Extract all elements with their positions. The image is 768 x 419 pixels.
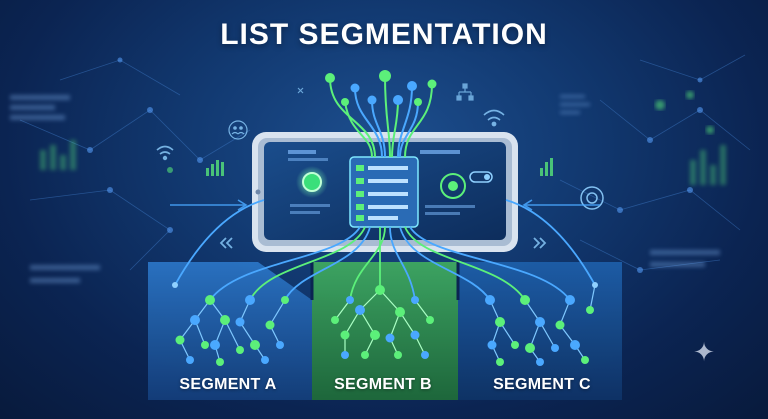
background-green-nodes	[167, 91, 714, 173]
segment-a-label: SEGMENT A	[179, 376, 277, 393]
arrow-left-icon	[170, 199, 248, 211]
chevrons-left-icon	[219, 237, 233, 249]
close-icon	[297, 87, 304, 94]
top-nodes	[325, 70, 437, 106]
arrow-right-icon	[522, 199, 600, 211]
wifi-icon	[156, 145, 174, 161]
segment-a-nodes	[172, 282, 289, 366]
segment-flow-lines	[174, 199, 596, 301]
wifi-icon	[483, 109, 505, 127]
chart-icon	[540, 158, 553, 176]
tablet-screen-ui	[288, 150, 493, 215]
left-dashboard-fragment	[10, 95, 100, 283]
top-flow-lines	[329, 75, 433, 158]
hierarchy-icon	[456, 83, 474, 101]
chevrons-right-icon	[533, 237, 547, 249]
segment-c-label: SEGMENT C	[493, 376, 591, 393]
people-icon	[228, 120, 248, 140]
page-title: LIST SEGMENTATION	[220, 18, 548, 51]
segment-b-nodes	[331, 285, 434, 359]
sparkle-icon: ✦	[693, 337, 715, 367]
background-nodes	[87, 57, 703, 273]
target-icon	[580, 186, 604, 210]
right-dashboard-fragment	[560, 95, 726, 267]
list-card	[349, 156, 419, 228]
chart-icon	[206, 160, 224, 176]
segment-b-label: SEGMENT B	[334, 376, 432, 393]
toggle-icon	[469, 171, 493, 183]
segment-c-nodes	[485, 282, 598, 366]
